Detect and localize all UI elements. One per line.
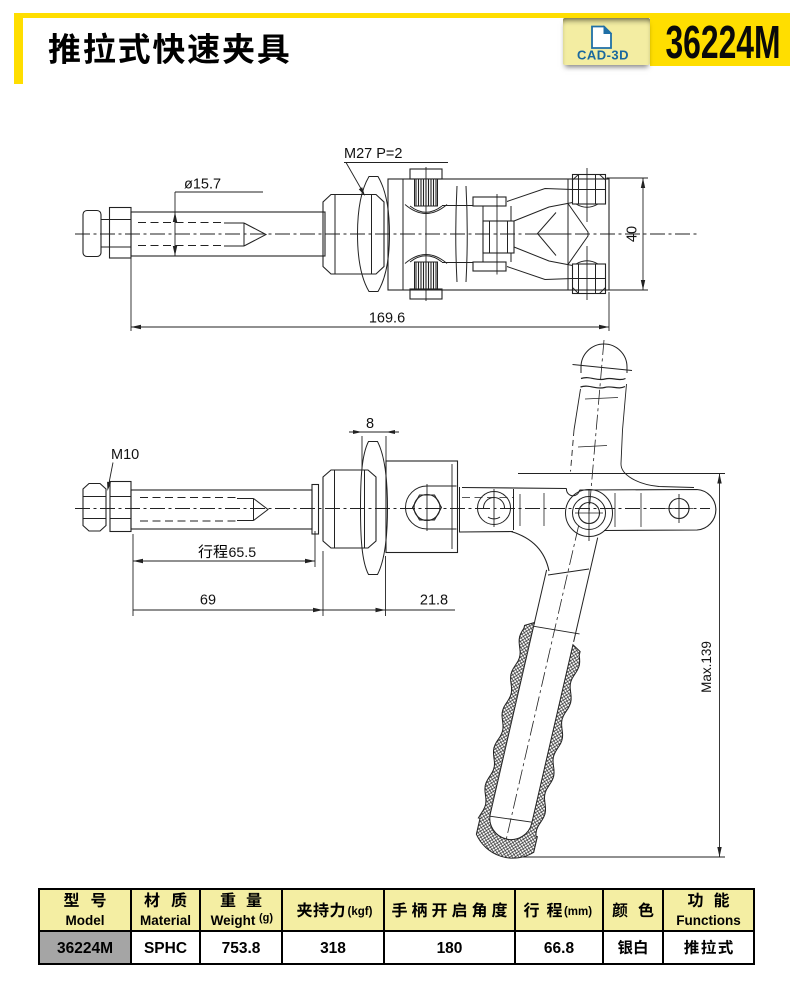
svg-text:Weight: Weight (211, 913, 256, 928)
svg-text:ø15.7: ø15.7 (184, 177, 221, 193)
svg-text:(kgf): (kgf) (348, 906, 373, 918)
svg-text:Material: Material (140, 913, 191, 928)
svg-text:M10: M10 (111, 447, 139, 463)
svg-text:Functions: Functions (676, 913, 741, 928)
svg-text:753.8: 753.8 (222, 940, 261, 957)
svg-text:40: 40 (625, 226, 641, 242)
svg-text:69: 69 (200, 593, 216, 609)
svg-text:180: 180 (437, 940, 463, 957)
svg-text:8: 8 (366, 416, 374, 432)
svg-text:21.8: 21.8 (420, 593, 448, 609)
svg-text:169.6: 169.6 (369, 311, 405, 327)
svg-text:36224M: 36224M (57, 940, 113, 957)
svg-text:36224M: 36224M (665, 17, 780, 68)
svg-text:(g): (g) (259, 912, 273, 924)
svg-text:Model: Model (66, 913, 105, 928)
svg-text:(mm): (mm) (564, 906, 592, 918)
svg-text:SPHC: SPHC (144, 940, 187, 957)
svg-text:Max.139: Max.139 (699, 641, 714, 693)
svg-text:318: 318 (320, 940, 346, 957)
svg-text:65.5: 65.5 (229, 545, 257, 561)
svg-text:66.8: 66.8 (544, 940, 575, 957)
svg-text:M27 P=2: M27 P=2 (344, 146, 402, 162)
svg-text:CAD-3D: CAD-3D (577, 48, 629, 63)
